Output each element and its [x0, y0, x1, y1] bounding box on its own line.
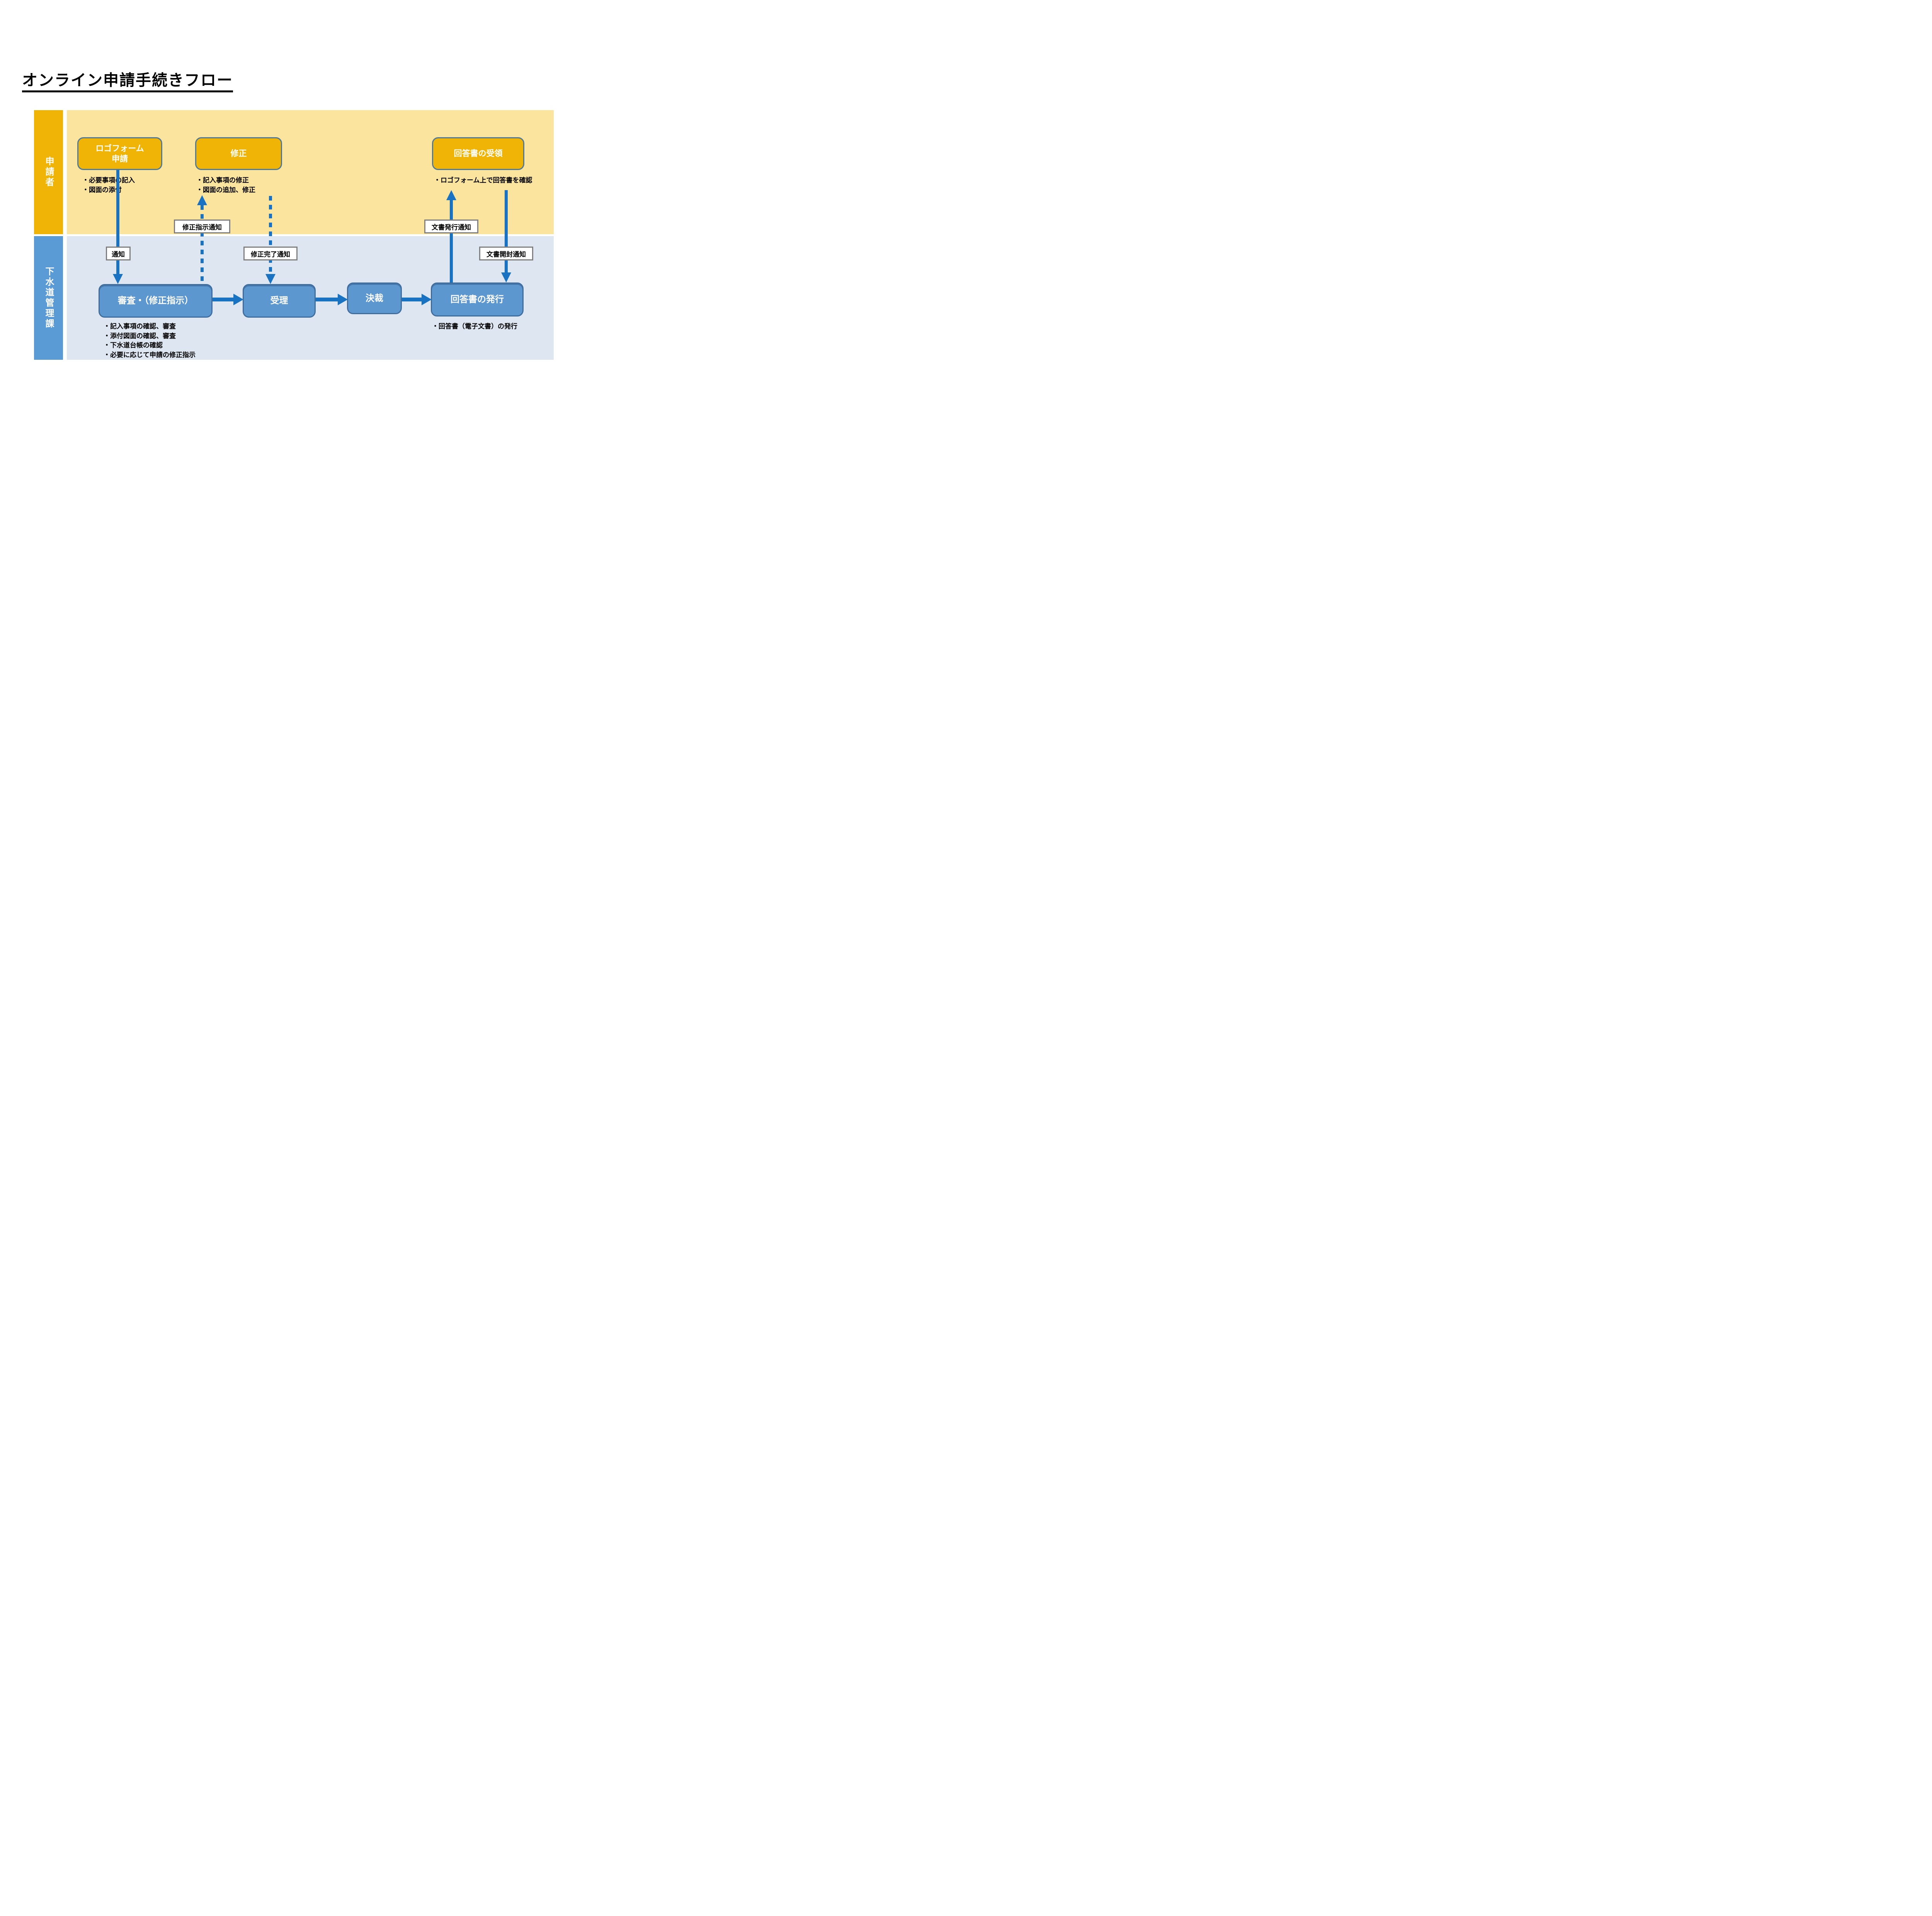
step-issue-reply-label: 回答書の発行	[451, 294, 504, 305]
bullets-correction: ・記入事項の修正 ・図面の追加、修正	[196, 176, 255, 195]
tag-notify: 通知	[106, 247, 131, 260]
arrow-juri-to-kessai-line	[316, 298, 338, 301]
arrow-shinsa-to-juri-line	[213, 298, 233, 301]
lane-label-applicant: 申請者	[44, 157, 54, 188]
lane-body-applicant	[67, 110, 554, 234]
step-review: 審査・（修正指示）	[99, 284, 213, 318]
arrow-application-notify-line	[116, 170, 119, 275]
arrow-correction-complete-head	[265, 274, 276, 284]
bullets-receive-reply: ・ロゴフォーム上で回答書を確認	[434, 176, 532, 185]
step-approval-label: 決裁	[366, 293, 383, 303]
bullet-item: ・必要に応じて申請の修正指示	[104, 351, 196, 359]
bullets-issue-reply: ・回答書（電子文書）の発行	[432, 322, 517, 332]
tag-correction-complete-label: 修正完了通知	[251, 250, 290, 259]
lane-header-sewerage-division: 下水道管理課	[34, 236, 63, 360]
arrow-shinsa-to-juri-head	[233, 294, 243, 305]
bullet-item: ・ロゴフォーム上で回答書を確認	[434, 177, 532, 184]
bullet-item: ・添付図面の確認、審査	[104, 332, 176, 340]
tag-correction-instruction-label: 修正指示通知	[182, 223, 222, 231]
step-issue-reply: 回答書の発行	[431, 282, 524, 316]
step-logoform-application-label: ロゴフォーム 申請	[95, 144, 144, 163]
step-correction-label: 修正	[230, 149, 247, 158]
bullet-item: ・下水道台帳の確認	[104, 342, 163, 350]
bullet-item: ・記入事項の修正	[196, 177, 249, 184]
bullet-item: ・回答書（電子文書）の発行	[432, 323, 517, 330]
tag-document-open-notify: 文書開封通知	[479, 247, 533, 260]
tag-correction-instruction-notify: 修正指示通知	[174, 220, 230, 233]
step-correction: 修正	[195, 137, 282, 170]
step-approval: 決裁	[347, 282, 402, 314]
step-acceptance: 受理	[243, 284, 316, 318]
arrow-document-open-head	[501, 272, 511, 282]
bullet-item: ・図面の追加、修正	[196, 186, 255, 194]
tag-correction-complete-notify: 修正完了通知	[243, 247, 298, 260]
arrow-correction-instruction-head	[197, 195, 207, 205]
arrow-correction-instruction-line	[201, 205, 204, 284]
bullet-item: ・記入事項の確認、審査	[104, 323, 176, 330]
tag-document-open-label: 文書開封通知	[486, 250, 526, 259]
step-receive-reply: 回答書の受領	[432, 137, 524, 170]
arrow-kessai-to-hakko-line	[402, 298, 422, 301]
step-review-label: 審査・（修正指示）	[117, 296, 194, 306]
lane-header-applicant: 申請者	[34, 110, 63, 234]
arrow-document-open-line	[505, 190, 508, 272]
arrow-juri-to-kessai-head	[338, 294, 348, 305]
tag-document-issue-notify: 文書発行通知	[424, 220, 478, 233]
arrow-kessai-to-hakko-head	[422, 294, 432, 305]
arrow-document-issue-head	[446, 190, 456, 200]
lane-label-sewerage-division: 下水道管理課	[44, 267, 54, 329]
bullets-logoform-application: ・必要事項の記入 ・図面の添付	[82, 176, 135, 195]
tag-notify-label: 通知	[112, 250, 125, 259]
step-acceptance-label: 受理	[270, 296, 288, 306]
flowchart-page: オンライン申請手続きフロー 申請者 下水道管理課	[0, 0, 597, 422]
arrow-application-notify-head	[113, 274, 123, 284]
page-title: オンライン申請手続きフロー	[22, 72, 233, 92]
bullets-review: ・記入事項の確認、審査 ・添付図面の確認、審査 ・下水道台帳の確認 ・必要に応じ…	[104, 322, 196, 360]
step-logoform-application: ロゴフォーム 申請	[77, 137, 162, 170]
arrow-document-issue-line	[450, 200, 453, 282]
arrow-correction-complete-line	[269, 196, 272, 274]
bullet-item: ・必要事項の記入	[82, 177, 135, 184]
tag-document-issue-label: 文書発行通知	[432, 223, 471, 231]
swimlane-diagram: 申請者 下水道管理課 ロゴフォーム 申請	[34, 110, 554, 360]
bullet-item: ・図面の添付	[82, 186, 122, 194]
step-receive-reply-label: 回答書の受領	[454, 149, 503, 158]
